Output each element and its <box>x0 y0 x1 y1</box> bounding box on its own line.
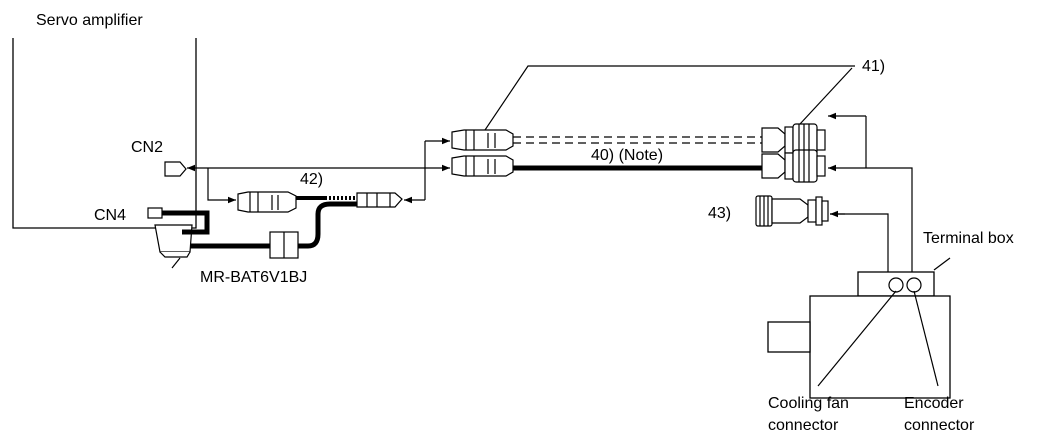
cn2-label: CN2 <box>131 139 163 156</box>
cn4-connector <box>147 207 163 219</box>
encoder-leader <box>913 290 939 387</box>
servo-amplifier-label: Servo amplifier <box>36 12 143 29</box>
cooling-fan-label-line1: Cooling fan <box>768 395 849 412</box>
encoder-connector <box>906 277 922 293</box>
cable-42-label: 42) <box>300 171 323 188</box>
cable-42 <box>237 191 403 213</box>
terminal-box-leader <box>933 257 951 271</box>
battery-leader <box>171 257 181 269</box>
cooling-fan-connector <box>888 277 904 293</box>
encoder-label-line1: Encoder <box>904 395 964 412</box>
encoder-label-line2: connector <box>904 417 975 434</box>
cooling-fan-leader <box>817 290 897 387</box>
servo-amplifier <box>12 38 197 229</box>
cable-43-label: 43) <box>708 205 731 222</box>
terminal-box-label: Terminal box <box>923 230 1014 247</box>
cable-40 <box>451 149 826 183</box>
cooling-fan-label-line2: connector <box>768 417 839 434</box>
cn2-connector <box>164 161 187 177</box>
cable-41-label: 41) <box>862 58 885 75</box>
cable-43 <box>755 195 829 227</box>
cable-40-label: 40) (Note) <box>591 147 663 164</box>
cable-41-leader <box>484 65 855 131</box>
cn4-label: CN4 <box>94 207 126 224</box>
battery-cable <box>190 201 360 259</box>
servo-motor <box>767 271 951 399</box>
battery-label: MR-BAT6V1BJ <box>200 269 307 286</box>
battery-unit <box>154 210 210 258</box>
cable-41 <box>451 123 826 157</box>
terminal-connectors <box>888 277 922 293</box>
connection-lines <box>187 112 916 284</box>
